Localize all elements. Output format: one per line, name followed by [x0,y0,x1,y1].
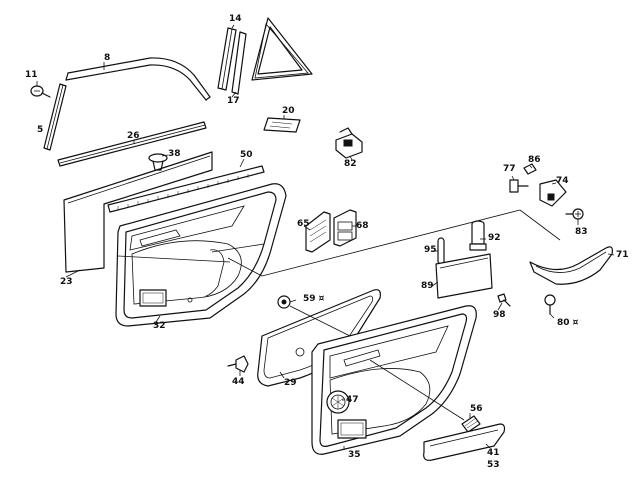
switch-housing-68 [333,209,357,247]
part-label-74: 74 [556,176,569,186]
screw-98 [497,293,511,307]
pad-89 [435,253,493,299]
part-label-32: 32 [153,321,166,331]
screw-83 [565,208,584,220]
part-label-92: 92 [488,233,501,243]
speaker-grille-65 [305,211,331,253]
screw-77 [509,179,529,193]
door-panel-32 [115,183,287,327]
bracket-82 [335,127,363,159]
door-panel-35 [311,305,477,455]
part-label-89: 89 [421,281,434,291]
clip-44 [227,355,249,373]
part-label-80: 80 ¤ [557,318,579,328]
part-label-59: 59 ¤ [303,294,325,304]
part-label-50: 50 [240,150,253,160]
part-label-98: 98 [493,310,506,320]
screw-80 [544,294,556,315]
part-label-17: 17 [227,96,240,106]
quarter-window [251,17,313,81]
part-label-26: 26 [127,131,140,141]
part-label-11: 11 [25,70,38,80]
window-channel-8 [65,57,211,101]
part-label-77: 77 [503,164,516,174]
part-label-53: 53 [487,460,500,470]
part-label-82: 82 [344,159,357,169]
part-label-65: 65 [297,219,310,229]
part-label-29: 29 [284,378,297,388]
leader-lines [36,24,615,450]
part-label-86: 86 [528,155,541,165]
handle-bezel-41 [423,423,506,461]
part-label-56: 56 [470,404,483,414]
pillar-strip-17 [231,31,247,95]
part-label-83: 83 [575,227,588,237]
part-label-95: 95 [424,245,437,255]
part-label-8: 8 [104,53,111,63]
part-label-5: 5 [37,125,44,135]
belt-molding-26 [57,121,207,167]
speaker-47 [326,390,350,414]
part-label-35: 35 [348,450,361,460]
spring-56 [461,415,481,433]
part-label-68: 68 [356,221,369,231]
part-label-41: 41 [487,448,500,458]
part-label-38: 38 [168,149,181,159]
part-label-71: 71 [616,250,629,260]
pillar-strip-14 [217,27,237,91]
part-label-14: 14 [229,14,242,24]
trim-strip-5 [43,83,67,151]
vapor-barrier-23 [63,151,213,273]
screw-11 [30,85,51,98]
part-label-23: 23 [60,277,73,287]
part-label-20: 20 [282,106,295,116]
part-label-47: 47 [346,395,359,405]
clip-59 [277,295,291,309]
pin-95 [437,237,445,265]
clip-86 [523,163,537,175]
armrest-cover-71 [529,246,613,285]
part-label-44: 44 [232,377,245,387]
switch-92 [469,220,487,251]
bracket-74 [539,179,567,207]
seal-strip-50 [107,165,265,213]
label-20 [263,117,301,133]
